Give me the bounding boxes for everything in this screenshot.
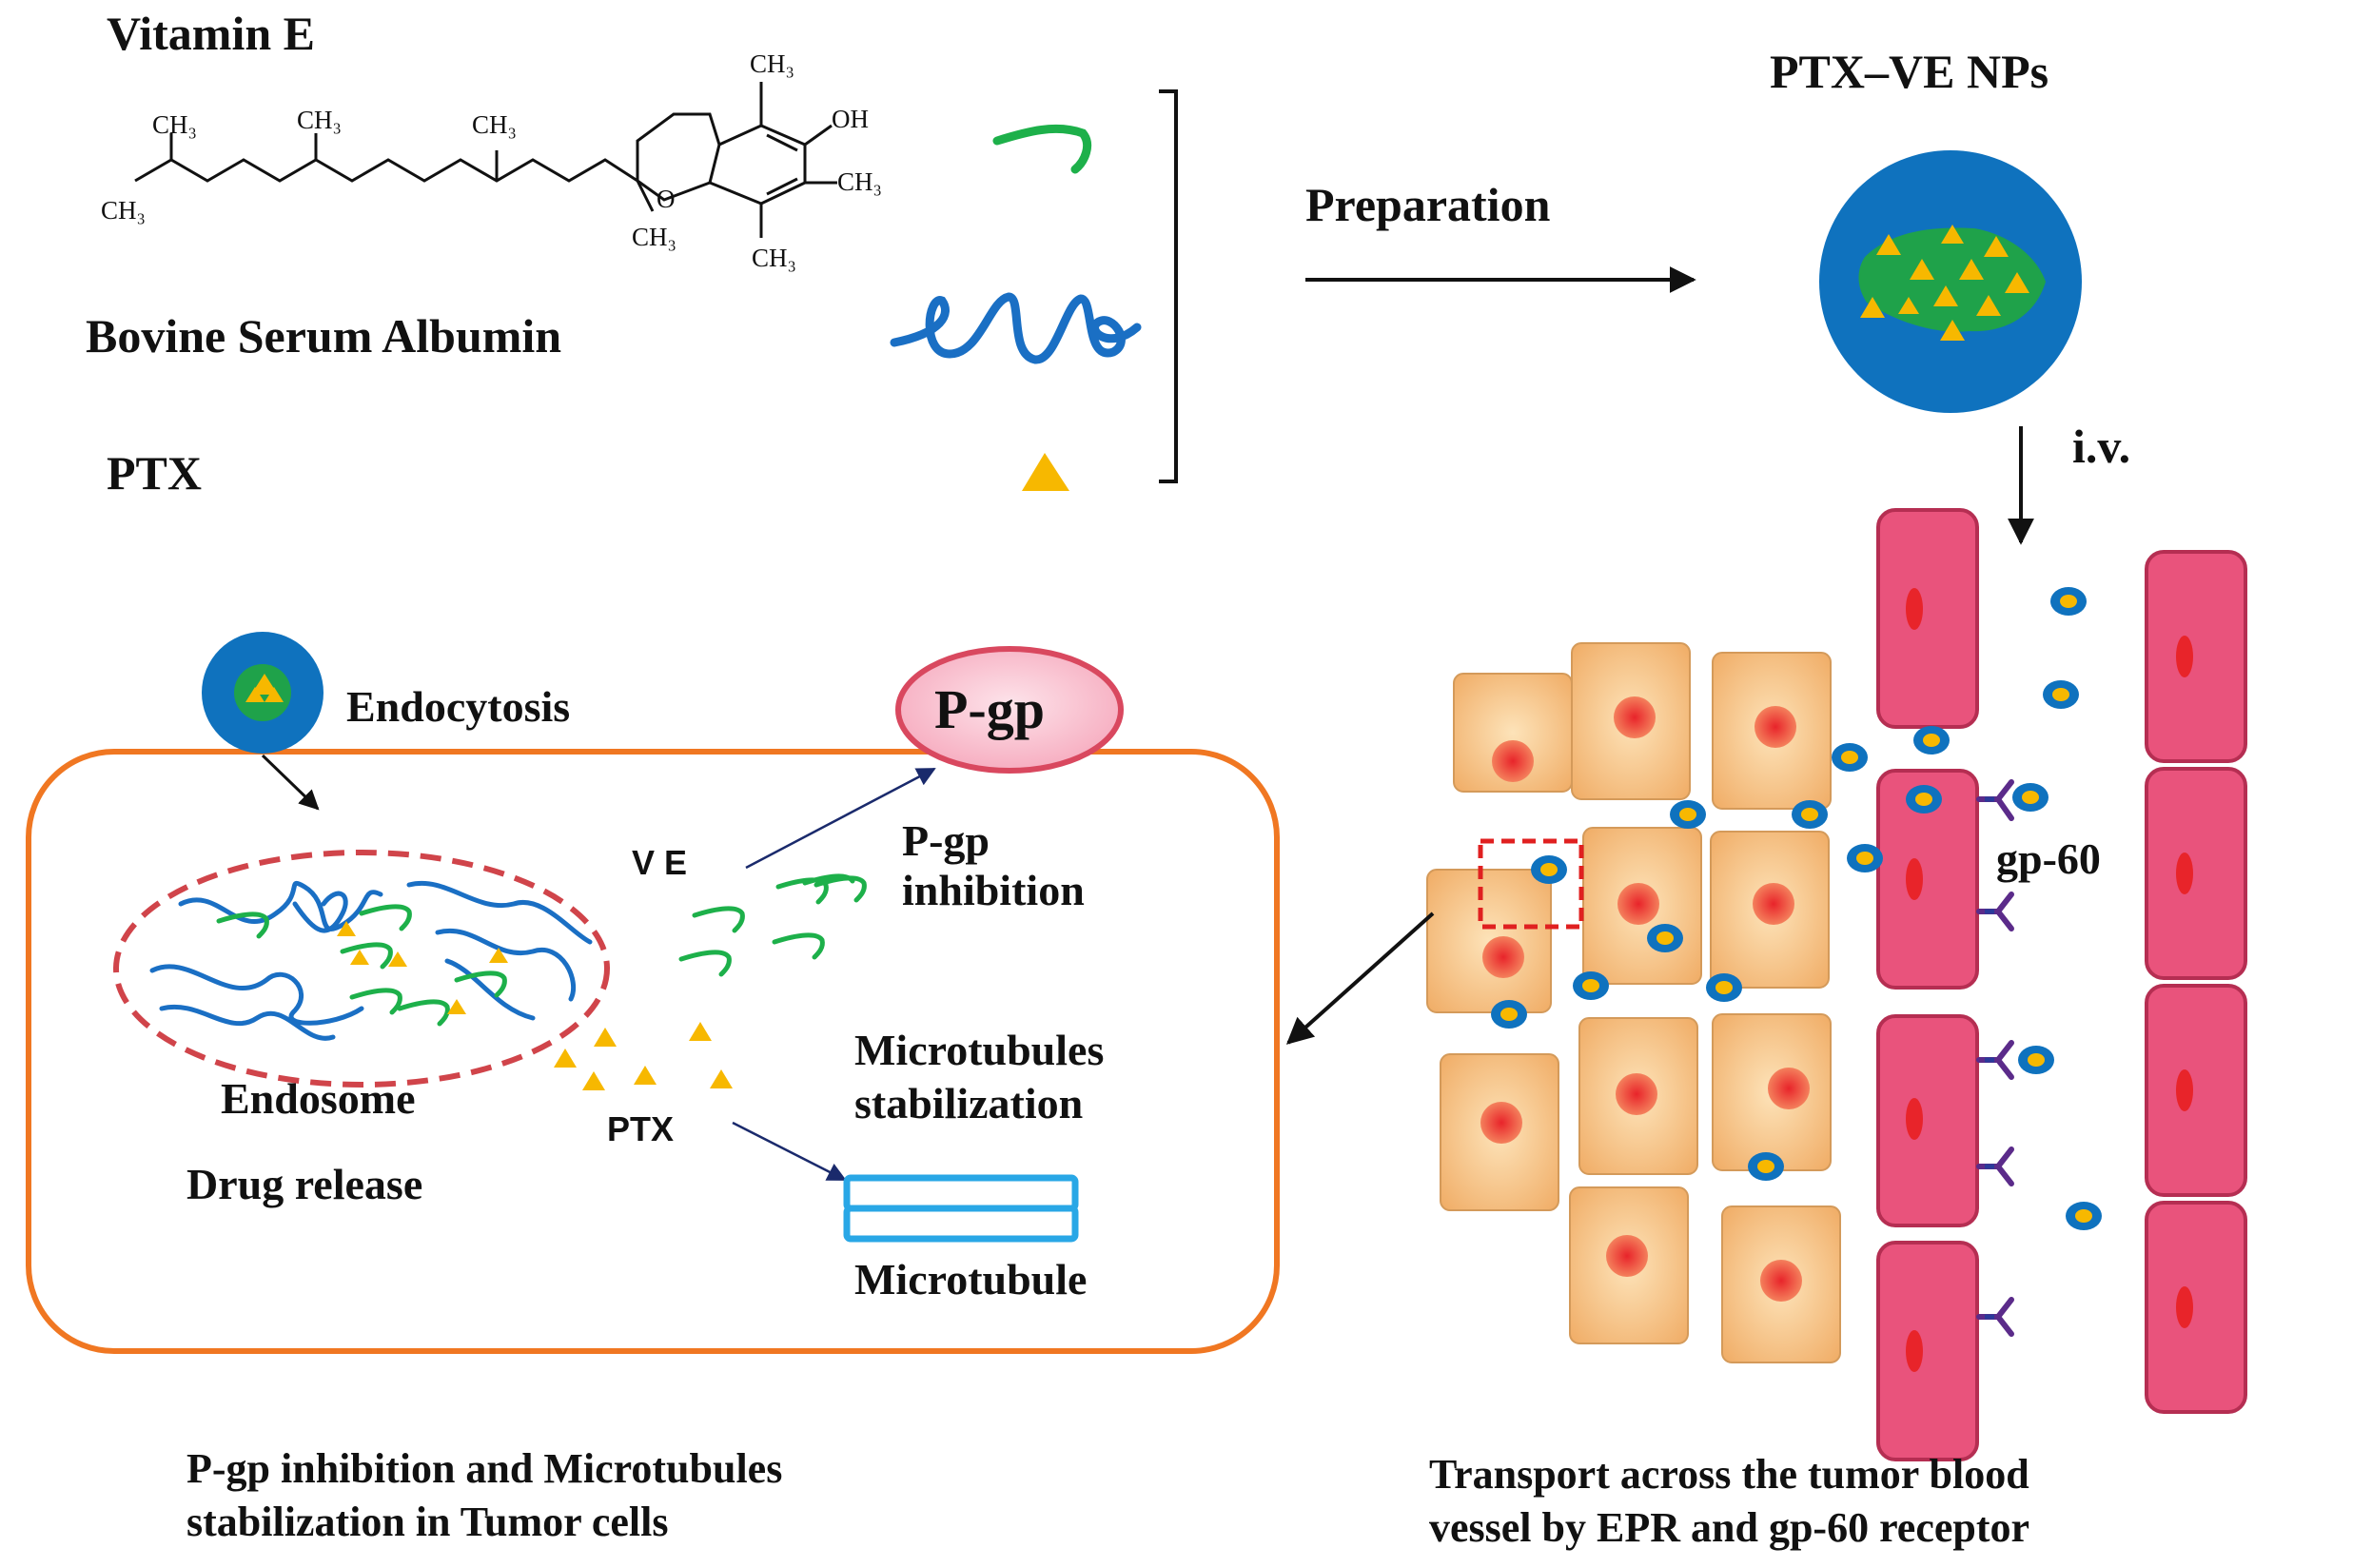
preparation-label: Preparation (1305, 178, 1551, 231)
ptx-triangle-icon (1022, 453, 1069, 491)
ptx-inner-label: PTX (607, 1109, 675, 1148)
oxygen-label: O (657, 185, 676, 213)
ch3-label: CH₃ (752, 244, 796, 272)
vitamin-e-label: Vitamin E (107, 7, 315, 60)
endocytosis-label: Endocytosis (346, 682, 571, 731)
vitamin-e-squiggle-icon (992, 124, 1091, 174)
drug-release-label: Drug release (186, 1160, 423, 1208)
albumin-coil-icon (890, 292, 1142, 364)
ve-to-pgp-arrow (745, 767, 936, 870)
pgp-inhibition-label: P-gp inhibition (902, 816, 1085, 915)
endocytosis-nanoparticle-icon (202, 632, 323, 754)
endothelial-nuclei (1906, 588, 2193, 1372)
ch3-label: CH₃ (837, 167, 882, 196)
zoom-region-box (1478, 838, 1584, 930)
vitamin-e-atom-labels: CH₃ CH₃ CH₃ CH₃ O CH₃ CH₃ OH CH₃ CH₃ (101, 49, 882, 272)
microtubule-shape (843, 1174, 1079, 1243)
ptx-label: PTX (107, 446, 202, 500)
ch3-label: CH₃ (632, 223, 676, 251)
right-caption-line-1: Transport across the tumor blood (1429, 1451, 2029, 1498)
ch3-label: CH₃ (472, 110, 517, 139)
microtubule-label: Microtubule (854, 1255, 1088, 1303)
gp60-receptors (1976, 779, 2014, 1337)
microtubules-stabilization-label: Microtubules stabilization (854, 1024, 1104, 1130)
left-caption-line-1: P-gp inhibition and Microtubules (186, 1445, 783, 1492)
pgp-inhibition-line-2: inhibition (902, 866, 1085, 914)
ch3-label: CH₃ (101, 196, 146, 225)
right-panel-caption: Transport across the tumor blood vessel … (1429, 1448, 2029, 1555)
gp60-label: gp-60 (1996, 834, 2101, 883)
endosome-ve-squiggles (216, 904, 507, 1027)
microtubules-stabilization-line-2: stabilization (854, 1079, 1084, 1127)
ptx-to-microtubule-arrow (732, 1121, 847, 1182)
components-bracket (1159, 89, 1178, 483)
left-caption-line-2: stabilization in Tumor cells (186, 1499, 669, 1545)
endosome (113, 850, 610, 1088)
ch3-label: CH₃ (152, 110, 197, 139)
ptx-ve-nanoparticle (1819, 150, 2082, 413)
ch3-label: CH₃ (750, 49, 794, 78)
microtubules-stabilization-line-1: Microtubules (854, 1026, 1105, 1074)
ch3-label: CH₃ (297, 106, 342, 134)
right-caption-line-2: vessel by EPR and gp-60 receptor (1429, 1504, 2030, 1551)
pgp-label: P-gp (934, 678, 1045, 740)
released-ve-squiggles (678, 873, 867, 977)
endosome-ptx-triangles (337, 921, 508, 1014)
zoom-arrow (1285, 911, 1435, 1045)
bovine-serum-albumin-label: Bovine Serum Albumin (86, 309, 562, 363)
endocytosis-arrow (261, 754, 320, 811)
circulating-nanoparticles (1491, 587, 2102, 1230)
left-panel-caption: P-gp inhibition and Microtubules stabili… (186, 1442, 782, 1549)
pgp-transporter (895, 646, 1124, 774)
ve-label: V E (632, 843, 688, 882)
nanoparticle-label: PTX–VE NPs (1770, 45, 2049, 98)
vessel-endothelial-cells-right (2145, 550, 2247, 1414)
released-ptx-triangles (554, 1022, 733, 1090)
pgp-inhibition-line-1: P-gp (902, 816, 990, 865)
vitamin-e-structure (134, 82, 837, 238)
endosome-label: Endosome (221, 1074, 416, 1123)
hydroxyl-label: OH (832, 105, 869, 133)
vessel-endothelial-cells-left (1876, 508, 1979, 1461)
tumor-cell-nuclei (1480, 696, 1810, 1302)
iv-label: i.v. (2072, 420, 2131, 473)
